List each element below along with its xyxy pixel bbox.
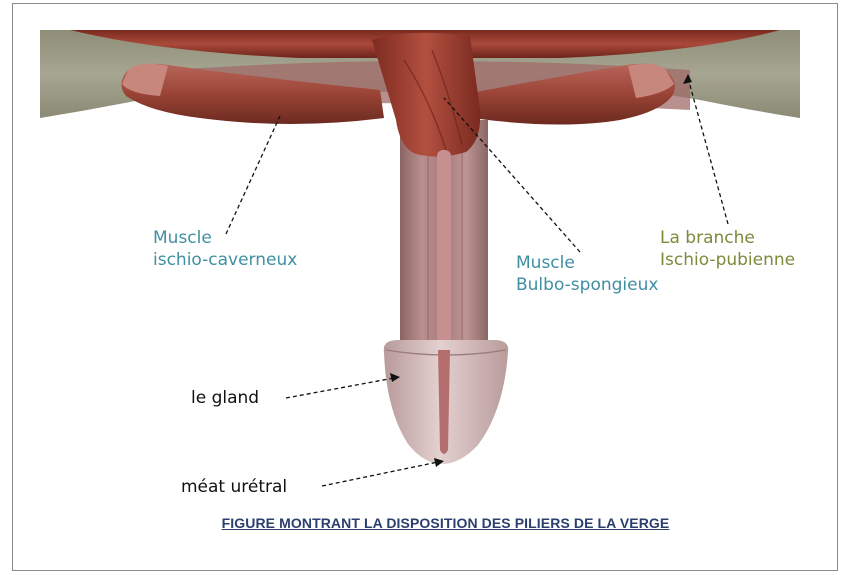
pointer-ischio-caverneux — [226, 116, 280, 234]
label-branche-line2: Ischio-pubienne — [660, 249, 795, 271]
label-ischio-caverneux-line2: ischio-caverneux — [153, 249, 297, 271]
urethra — [438, 350, 450, 454]
figure-caption: FIGURE MONTRANT LA DISPOSITION DES PILIE… — [0, 515, 847, 531]
pointer-gland — [286, 378, 394, 398]
label-ischio-caverneux: Muscle ischio-caverneux — [153, 227, 297, 271]
label-branche-line1: La branche — [660, 227, 795, 249]
label-branche-ischio-pubienne: La branche Ischio-pubienne — [660, 227, 795, 271]
label-ischio-caverneux-line1: Muscle — [153, 227, 297, 249]
label-bulbo-spongieux: Muscle Bulbo-spongieux — [516, 252, 658, 296]
label-bulbo-spongieux-line1: Muscle — [516, 252, 658, 274]
label-gland: le gland — [191, 387, 259, 409]
label-meat-uretral: méat urétral — [181, 476, 287, 498]
pointer-meat — [322, 462, 438, 486]
label-bulbo-spongieux-line2: Bulbo-spongieux — [516, 274, 658, 296]
spongy-body — [437, 150, 451, 350]
